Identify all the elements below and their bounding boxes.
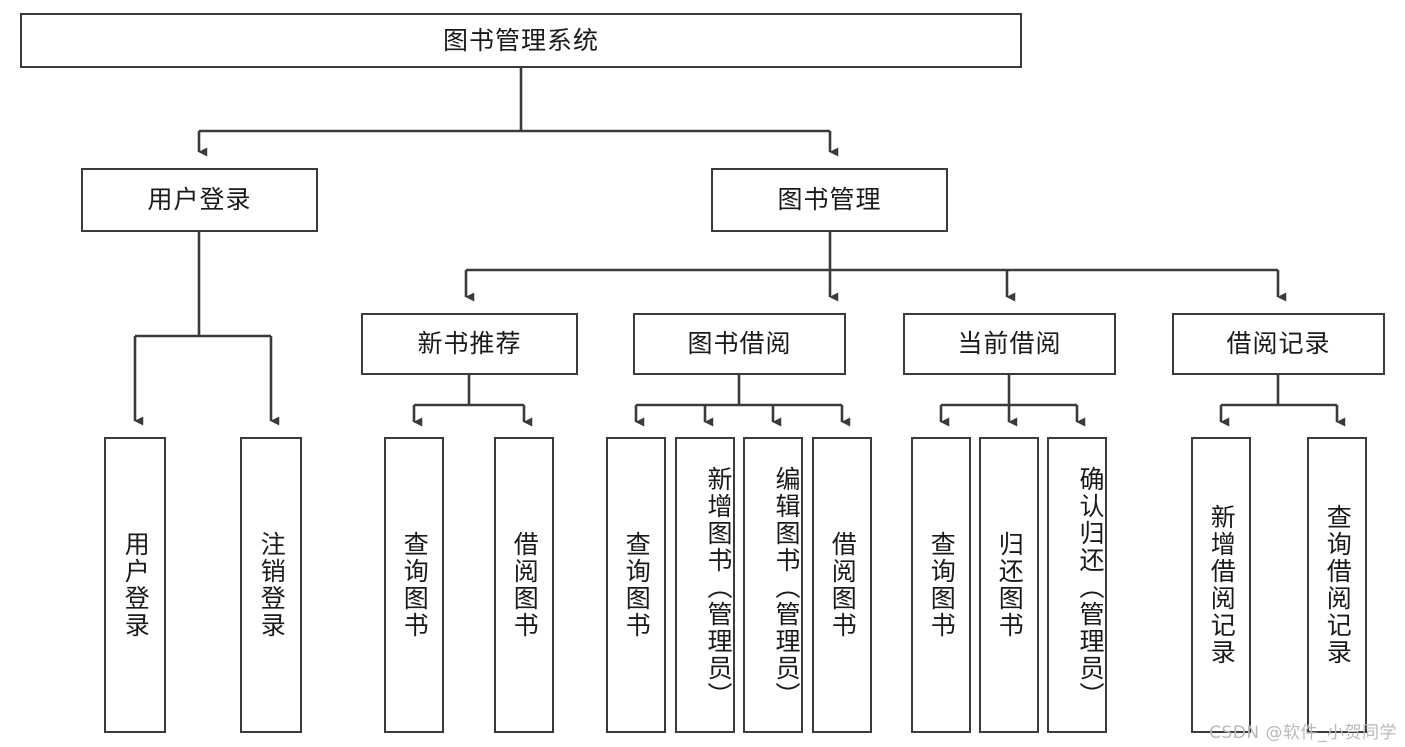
node-book-manage[interactable]: 图书管理: [711, 168, 948, 232]
node-leaf-borrow-book-1[interactable]: 借阅图书: [494, 437, 554, 733]
node-new-book-recommend-label: 新书推荐: [417, 329, 522, 359]
node-leaf-add-book-label: 新增图书（管理员）: [704, 465, 733, 709]
node-leaf-return-book-label: 归还图书: [995, 531, 1025, 639]
node-user-login[interactable]: 用户登录: [81, 168, 318, 232]
node-leaf-confirm-return[interactable]: 确认归还（管理员）: [1047, 437, 1107, 733]
node-leaf-query-record-label: 查询借阅记录: [1323, 504, 1353, 666]
node-leaf-confirm-return-label: 确认归还（管理员）: [1076, 465, 1105, 709]
node-new-book-recommend[interactable]: 新书推荐: [361, 313, 578, 375]
node-leaf-add-record-label: 新增借阅记录: [1207, 504, 1237, 666]
node-book-borrow-label: 图书借阅: [687, 329, 792, 359]
node-leaf-logout[interactable]: 注销登录: [240, 437, 302, 733]
node-leaf-return-book[interactable]: 归还图书: [979, 437, 1039, 733]
node-leaf-edit-book[interactable]: 编辑图书（管理员）: [743, 437, 803, 733]
node-book-manage-label: 图书管理: [777, 185, 882, 215]
node-borrow-record[interactable]: 借阅记录: [1172, 313, 1385, 375]
node-leaf-query-record[interactable]: 查询借阅记录: [1307, 437, 1367, 733]
node-leaf-query-book-3[interactable]: 查询图书: [911, 437, 971, 733]
node-leaf-add-book[interactable]: 新增图书（管理员）: [675, 437, 735, 733]
node-borrow-record-label: 借阅记录: [1226, 329, 1331, 359]
node-leaf-user-login[interactable]: 用户登录: [104, 437, 166, 733]
node-user-login-label: 用户登录: [147, 185, 252, 215]
node-current-borrow[interactable]: 当前借阅: [903, 313, 1116, 375]
watermark: CSDN @软件_小贺同学: [1209, 723, 1397, 743]
node-leaf-borrow-book-1-label: 借阅图书: [510, 531, 540, 639]
node-leaf-user-login-label: 用户登录: [121, 531, 151, 639]
node-leaf-query-book-1[interactable]: 查询图书: [384, 437, 444, 733]
node-root-label: 图书管理系统: [442, 25, 599, 55]
node-leaf-edit-book-label: 编辑图书（管理员）: [772, 465, 801, 709]
node-leaf-borrow-book-2-label: 借阅图书: [828, 531, 858, 639]
node-book-borrow[interactable]: 图书借阅: [633, 313, 846, 375]
node-leaf-query-book-2[interactable]: 查询图书: [606, 437, 666, 733]
node-leaf-add-record[interactable]: 新增借阅记录: [1191, 437, 1251, 733]
node-leaf-query-book-3-label: 查询图书: [927, 531, 957, 639]
node-leaf-logout-label: 注销登录: [257, 531, 287, 639]
node-root[interactable]: 图书管理系统: [20, 13, 1022, 68]
node-leaf-borrow-book-2[interactable]: 借阅图书: [812, 437, 872, 733]
node-current-borrow-label: 当前借阅: [957, 329, 1062, 359]
node-leaf-query-book-2-label: 查询图书: [622, 531, 652, 639]
node-leaf-query-book-1-label: 查询图书: [400, 531, 430, 639]
